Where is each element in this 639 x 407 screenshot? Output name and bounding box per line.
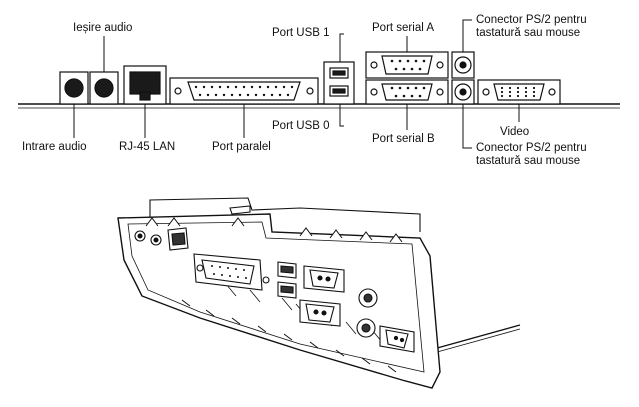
- top-panel-schematic: [18, 19, 620, 149]
- leader-ps2-top: [462, 19, 472, 52]
- label-audio-in: Intrare audio: [22, 141, 87, 153]
- label-ps2-top: Conector PS/2 pentru tastatură sau mouse: [476, 14, 587, 39]
- label-usb0: Port USB 0: [272, 120, 330, 132]
- spring-tabs: [145, 217, 403, 373]
- ps2-top-port: [451, 51, 475, 79]
- cable: [429, 324, 521, 351]
- audio-out-jack: [89, 71, 119, 105]
- leader-usb1: [339, 33, 344, 62]
- video-port: [477, 79, 561, 105]
- 3d-parallel: [193, 253, 270, 291]
- leader-usb0: [339, 104, 344, 127]
- 3d-serial-b: [299, 299, 341, 327]
- label-ps2-bottom: Conector PS/2 pentru tastatură sau mouse: [476, 142, 587, 167]
- leader-lines: [73, 19, 520, 149]
- label-video: Video: [500, 126, 530, 138]
- usb-stack: [323, 61, 355, 105]
- audio-in-jack: [59, 71, 89, 105]
- label-audio-out: Ieșire audio: [73, 22, 133, 34]
- label-usb1: Port USB 1: [272, 27, 330, 39]
- parallel-port: [169, 77, 319, 105]
- rj45-port: [123, 65, 167, 105]
- label-rj45: RJ-45 LAN: [119, 141, 176, 153]
- 3d-vga: [379, 325, 415, 353]
- 3d-usb: [277, 261, 297, 299]
- ps2-bottom-port: [451, 79, 475, 105]
- 3d-audio-jacks: [134, 230, 162, 246]
- serial-a-port: [365, 51, 449, 79]
- leader-ps2-bottom: [462, 104, 472, 149]
- 3d-serial-a: [303, 265, 345, 293]
- label-serial-a: Port serial A: [372, 22, 434, 34]
- perspective-illustration: [117, 197, 521, 389]
- 3d-rj45: [167, 227, 189, 251]
- label-serial-b: Port serial B: [372, 133, 435, 145]
- label-parallel: Port paralel: [212, 141, 271, 153]
- serial-b-port: [365, 79, 449, 105]
- 3d-ps2: [356, 288, 378, 338]
